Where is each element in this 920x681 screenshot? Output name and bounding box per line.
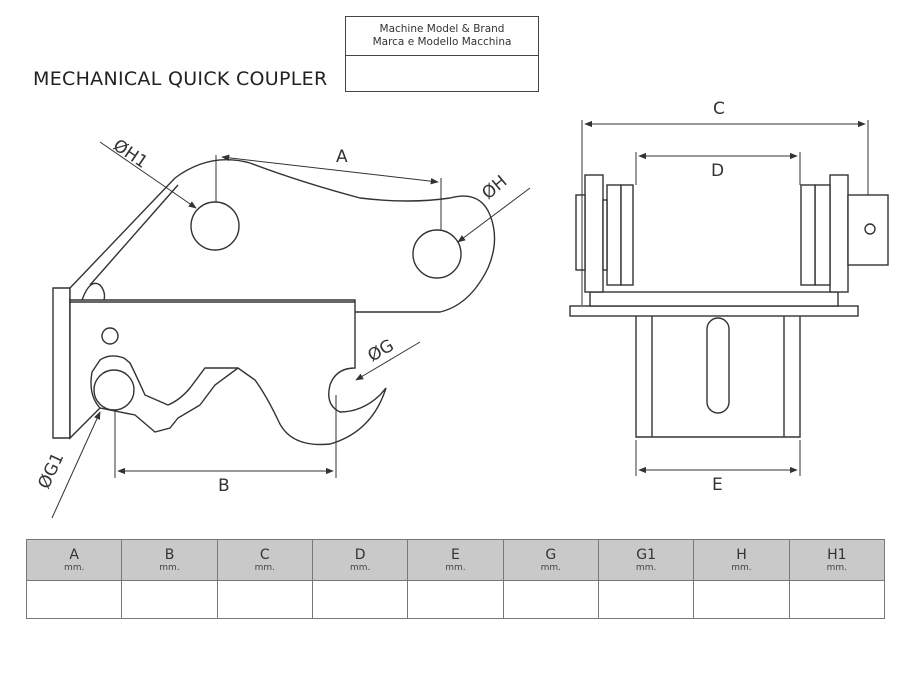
side-lower-jaw bbox=[69, 299, 387, 446]
hole-g1 bbox=[93, 369, 135, 411]
value-cell-h1[interactable] bbox=[788, 580, 886, 619]
label-e: E bbox=[712, 475, 723, 495]
value-cell-g[interactable] bbox=[502, 580, 599, 619]
label-g1: ØG1 bbox=[34, 450, 68, 492]
front-right-lug bbox=[829, 174, 849, 293]
small-hole bbox=[101, 327, 119, 345]
value-cell-a[interactable] bbox=[25, 580, 123, 619]
dimensions-value-row bbox=[25, 580, 886, 619]
value-cell-h[interactable] bbox=[693, 580, 790, 619]
label-h1: ØH1 bbox=[109, 136, 151, 173]
value-cell-d[interactable] bbox=[311, 580, 409, 619]
hole-h bbox=[412, 229, 462, 279]
front-left-lug bbox=[584, 174, 604, 293]
technical-drawing: A B ØH1 ØH ØG ØG1 C D E bbox=[34, 99, 889, 519]
value-cell-c[interactable] bbox=[216, 580, 313, 619]
value-cell-g1[interactable] bbox=[597, 580, 695, 619]
front-slot bbox=[706, 317, 730, 414]
machine-model-label-it: Marca e Modello Macchina bbox=[372, 36, 512, 48]
machine-model-header: Machine Model & Brand Marca e Modello Ma… bbox=[346, 17, 538, 56]
machine-model-box: Machine Model & Brand Marca e Modello Ma… bbox=[345, 16, 539, 92]
label-a: A bbox=[336, 147, 348, 167]
label-c: C bbox=[713, 99, 725, 119]
front-base-plate bbox=[569, 305, 859, 317]
hole-h1 bbox=[190, 201, 240, 251]
side-back-plate bbox=[52, 287, 71, 439]
machine-model-label-en: Machine Model & Brand bbox=[379, 23, 505, 35]
document-title: MECHANICAL QUICK COUPLER bbox=[33, 68, 328, 90]
label-h: ØH bbox=[478, 172, 511, 204]
label-d: D bbox=[711, 161, 724, 181]
value-cell-e[interactable] bbox=[407, 580, 504, 619]
label-b: B bbox=[218, 476, 230, 496]
value-cell-b[interactable] bbox=[121, 580, 218, 619]
label-g: ØG bbox=[365, 336, 398, 367]
